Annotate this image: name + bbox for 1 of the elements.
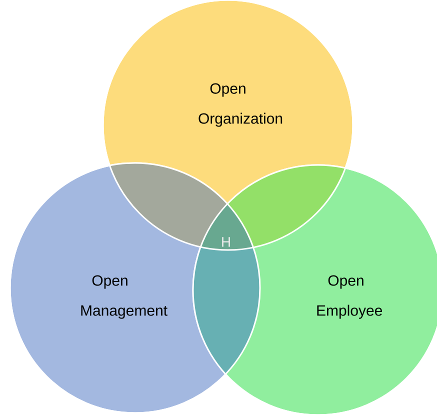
region-letter: H [222, 237, 230, 247]
